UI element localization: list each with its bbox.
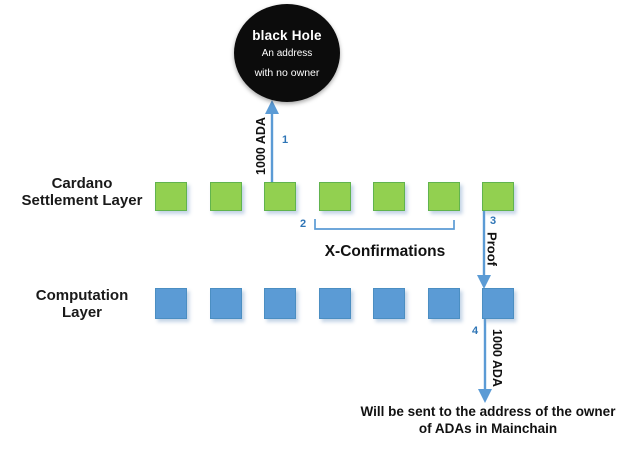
computation-block [264, 288, 296, 319]
confirmations-bracket [314, 219, 455, 230]
settlement-block [373, 182, 405, 211]
settlement-block [209, 182, 242, 211]
settlement-block-row [155, 182, 514, 211]
settlement-layer-label: Cardano Settlement Layer [21, 175, 143, 209]
computation-block [482, 288, 514, 319]
step-2-number: 2 [299, 218, 307, 230]
proof-label: Proof [484, 232, 500, 266]
black-hole-node: black Hole An address with no owner [234, 4, 340, 102]
computation-layer-label: Computation Layer [35, 287, 129, 321]
computation-block [318, 288, 351, 319]
computation-block-row [155, 288, 514, 319]
black-hole-title: black Hole [252, 27, 322, 43]
confirmations-label: X-Confirmations [324, 243, 446, 260]
deposit-amount-label: 1000 ADA [254, 117, 268, 175]
computation-block [155, 288, 187, 319]
computation-block [373, 288, 405, 319]
step-1-number: 1 [281, 134, 289, 146]
settlement-block [318, 182, 351, 211]
payout-amount-label: 1000 ADA [490, 329, 504, 387]
black-hole-subtitle-2: with no owner [254, 66, 320, 79]
settlement-block [264, 182, 296, 211]
step-3-number: 3 [489, 215, 497, 227]
computation-block [427, 288, 460, 319]
settlement-block [155, 182, 187, 211]
settlement-block [482, 182, 514, 211]
footer-note: Will be sent to the address of the owner… [360, 404, 616, 436]
black-hole-subtitle-1: An address [261, 47, 313, 59]
step-4-number: 4 [471, 325, 479, 337]
computation-block [209, 288, 242, 319]
settlement-block [427, 182, 460, 211]
